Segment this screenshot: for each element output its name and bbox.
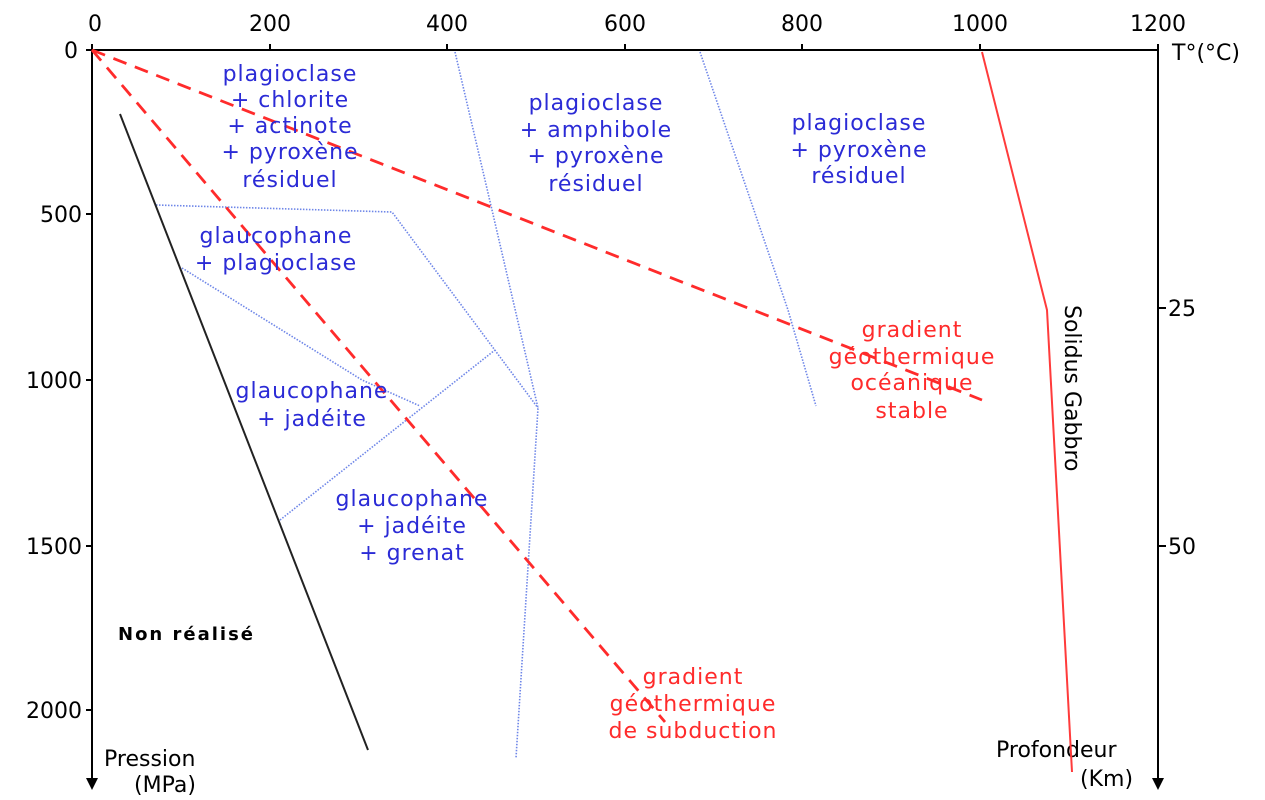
temperature-tick-label: 600 xyxy=(604,12,646,37)
depth-tick-label: 25 xyxy=(1168,297,1196,322)
zone-line: plagioclase xyxy=(529,91,664,116)
depth-ticks: 25 50 xyxy=(1158,297,1196,560)
pressure-axis-title: Pression xyxy=(104,747,195,772)
depth-tick-label: 50 xyxy=(1168,535,1196,560)
gradient-line: de subduction xyxy=(608,719,777,744)
solidus-gabbro-line xyxy=(981,51,1073,773)
temperature-axis-title: T°(°C) xyxy=(1171,41,1240,66)
non-realise-boundary-line xyxy=(119,113,369,751)
geothermal-gradients xyxy=(90,48,983,723)
zone-line: + plagioclase xyxy=(195,251,357,276)
subduction-gradient-line xyxy=(90,49,667,723)
solidus-gabbro-label: Solidus Gabbro xyxy=(1059,305,1084,472)
zone-line: + grenat xyxy=(359,541,465,566)
zone-line: + pyroxène xyxy=(527,144,664,169)
temperature-tick-label: 1200 xyxy=(1130,12,1186,37)
zone-line: + jadéite xyxy=(357,514,467,539)
zone-plagioclase-pyroxene: plagioclase + pyroxène résiduel xyxy=(790,111,927,189)
boundary-glaucophane-top xyxy=(155,204,539,409)
pressure-tick-label: 2000 xyxy=(26,699,82,724)
temperature-tick-label: 400 xyxy=(426,12,468,37)
pressure-tick-label: 1500 xyxy=(26,535,82,560)
zone-plagioclase-amphibole: plagioclase + amphibole + pyroxène résid… xyxy=(520,91,672,197)
zone-line: glaucophane xyxy=(200,224,353,249)
zone-line: + pyroxène xyxy=(790,138,927,163)
zone-line: + actinote xyxy=(227,114,352,139)
boundary-amphibole-pyroxene xyxy=(699,51,817,407)
boundary-low-t-amphibole xyxy=(454,51,539,759)
pressure-tick-label: 1000 xyxy=(26,369,82,394)
gradient-line: gradient xyxy=(643,665,744,690)
pressure-ticks: 0 500 1000 1500 2000 xyxy=(26,39,92,724)
pressure-tick-label: 0 xyxy=(64,39,78,64)
pressure-axis-unit: (MPa) xyxy=(134,773,196,798)
zone-labels: plagioclase + chlorite + actinote + pyro… xyxy=(195,62,927,566)
temperature-tick-label: 1000 xyxy=(952,12,1008,37)
zone-line: + jadéite xyxy=(257,407,367,432)
zone-plagioclase-chlorite: plagioclase + chlorite + actinote + pyro… xyxy=(221,62,358,193)
zone-line: résiduel xyxy=(811,164,906,189)
zone-glaucophane-plagioclase: glaucophane + plagioclase xyxy=(195,224,357,276)
non-realise-label: Non réalisé xyxy=(118,624,255,645)
gradient-line: géothermique xyxy=(829,345,996,370)
pressure-tick-label: 500 xyxy=(40,203,82,228)
gradient-labels: gradient géothermique océanique stable g… xyxy=(608,318,996,744)
depth-axis-unit: (Km) xyxy=(1080,767,1133,792)
zone-glaucophane-jadeite: glaucophane + jadéite xyxy=(236,379,389,432)
depth-axis-title: Profondeur xyxy=(996,738,1117,763)
gradient-line: océanique xyxy=(850,371,973,396)
temperature-ticks: 0 200 400 600 800 1000 1200 xyxy=(88,12,1186,50)
axes-group: 0 200 400 600 800 1000 1200 T°(°C) 0 500… xyxy=(26,12,1240,798)
gradient-line: gradient xyxy=(862,318,963,343)
temperature-tick-label: 0 xyxy=(88,12,102,37)
boundary-jadeite-grenat xyxy=(279,349,496,521)
zone-glaucophane-jadeite-grenat: glaucophane + jadéite + grenat xyxy=(336,487,489,566)
zone-line: + pyroxène xyxy=(221,140,358,165)
zone-line: résiduel xyxy=(548,172,643,197)
temperature-tick-label: 200 xyxy=(249,12,291,37)
zone-line: résiduel xyxy=(242,168,337,193)
zone-line: + chlorite xyxy=(231,88,349,113)
field-boundaries xyxy=(155,51,817,759)
zone-line: plagioclase xyxy=(792,111,927,136)
zone-line: + amphibole xyxy=(520,118,672,143)
depth-axis-arrow xyxy=(1152,778,1164,790)
gradient-line: stable xyxy=(875,399,948,424)
oceanic-gradient-label: gradient géothermique océanique stable xyxy=(829,318,996,424)
gradient-line: géothermique xyxy=(610,692,777,717)
zone-line: glaucophane xyxy=(236,379,389,404)
temperature-tick-label: 800 xyxy=(781,12,823,37)
zone-line: glaucophane xyxy=(336,487,489,512)
zone-line: plagioclase xyxy=(223,62,358,87)
subduction-gradient-label: gradient géothermique de subduction xyxy=(608,665,777,744)
pressure-axis-arrow xyxy=(86,778,98,790)
